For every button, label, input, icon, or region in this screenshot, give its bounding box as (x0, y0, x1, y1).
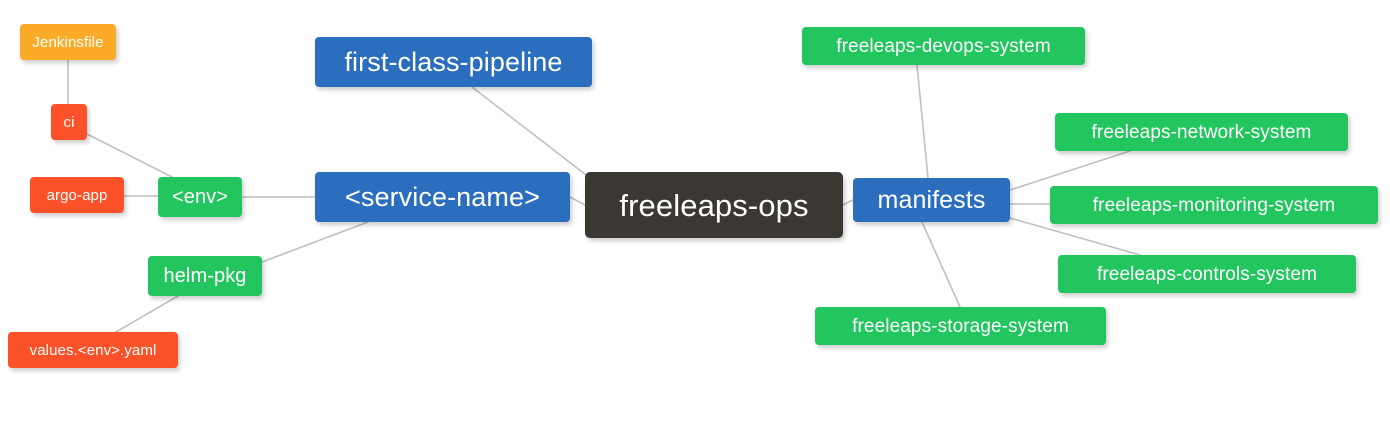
mindmap-node-values-yaml[interactable]: values.<env>.yaml (8, 332, 178, 368)
edge-freeleaps-ops-to-service-name (569, 196, 586, 206)
mindmap-node-label-manifests: manifests (877, 185, 986, 214)
edge-helm-pkg-to-values-yaml (115, 295, 179, 333)
mindmap-node-first-class[interactable]: first-class-pipeline (315, 37, 592, 87)
mindmap-node-label-ci: ci (63, 113, 75, 131)
mindmap-node-helm-pkg[interactable]: helm-pkg (148, 256, 262, 296)
mindmap-node-freeleaps-ops[interactable]: freeleaps-ops (585, 172, 843, 238)
mindmap-node-label-storage-sys: freeleaps-storage-system (852, 315, 1069, 337)
edge-service-name-to-helm-pkg (261, 221, 369, 263)
mindmap-node-controls-sys[interactable]: freeleaps-controls-system (1058, 255, 1356, 293)
edge-freeleaps-ops-to-first-class (471, 86, 591, 179)
mindmap-node-label-jenkinsfile: Jenkinsfile (32, 33, 104, 51)
mindmap-node-label-values-yaml: values.<env>.yaml (29, 341, 157, 359)
mindmap-node-label-helm-pkg: helm-pkg (163, 265, 247, 287)
mindmap-node-manifests[interactable]: manifests (853, 178, 1010, 222)
edge-env-to-ci (86, 133, 173, 178)
mindmap-node-devops-sys[interactable]: freeleaps-devops-system (802, 27, 1085, 65)
mindmap-node-label-env: <env> (171, 186, 229, 208)
mindmap-node-argo-app[interactable]: argo-app (30, 177, 124, 213)
edge-manifests-to-network-sys (1009, 150, 1131, 191)
mindmap-node-storage-sys[interactable]: freeleaps-storage-system (815, 307, 1106, 345)
edge-manifests-to-devops-sys (916, 64, 929, 179)
mindmap-node-monitoring-sys[interactable]: freeleaps-monitoring-system (1050, 186, 1378, 224)
mindmap-node-label-network-sys: freeleaps-network-system (1091, 121, 1312, 143)
mindmap-node-label-controls-sys: freeleaps-controls-system (1096, 263, 1318, 285)
mindmap-node-env[interactable]: <env> (158, 177, 242, 217)
mindmap-node-label-freeleaps-ops: freeleaps-ops (619, 187, 809, 223)
edge-manifests-to-storage-sys (921, 221, 961, 308)
mindmap-node-network-sys[interactable]: freeleaps-network-system (1055, 113, 1348, 151)
mindmap-node-service-name[interactable]: <service-name> (315, 172, 570, 222)
mindmap-node-label-first-class: first-class-pipeline (344, 46, 563, 77)
edge-freeleaps-ops-to-manifests (842, 199, 854, 206)
mindmap-node-jenkinsfile[interactable]: Jenkinsfile (20, 24, 116, 60)
mindmap-node-label-service-name: <service-name> (345, 181, 540, 212)
mindmap-node-ci[interactable]: ci (51, 104, 87, 140)
mindmap-node-label-devops-sys: freeleaps-devops-system (836, 35, 1051, 57)
mindmap-node-label-argo-app: argo-app (46, 186, 108, 204)
mindmap-node-label-monitoring-sys: freeleaps-monitoring-system (1092, 194, 1336, 216)
